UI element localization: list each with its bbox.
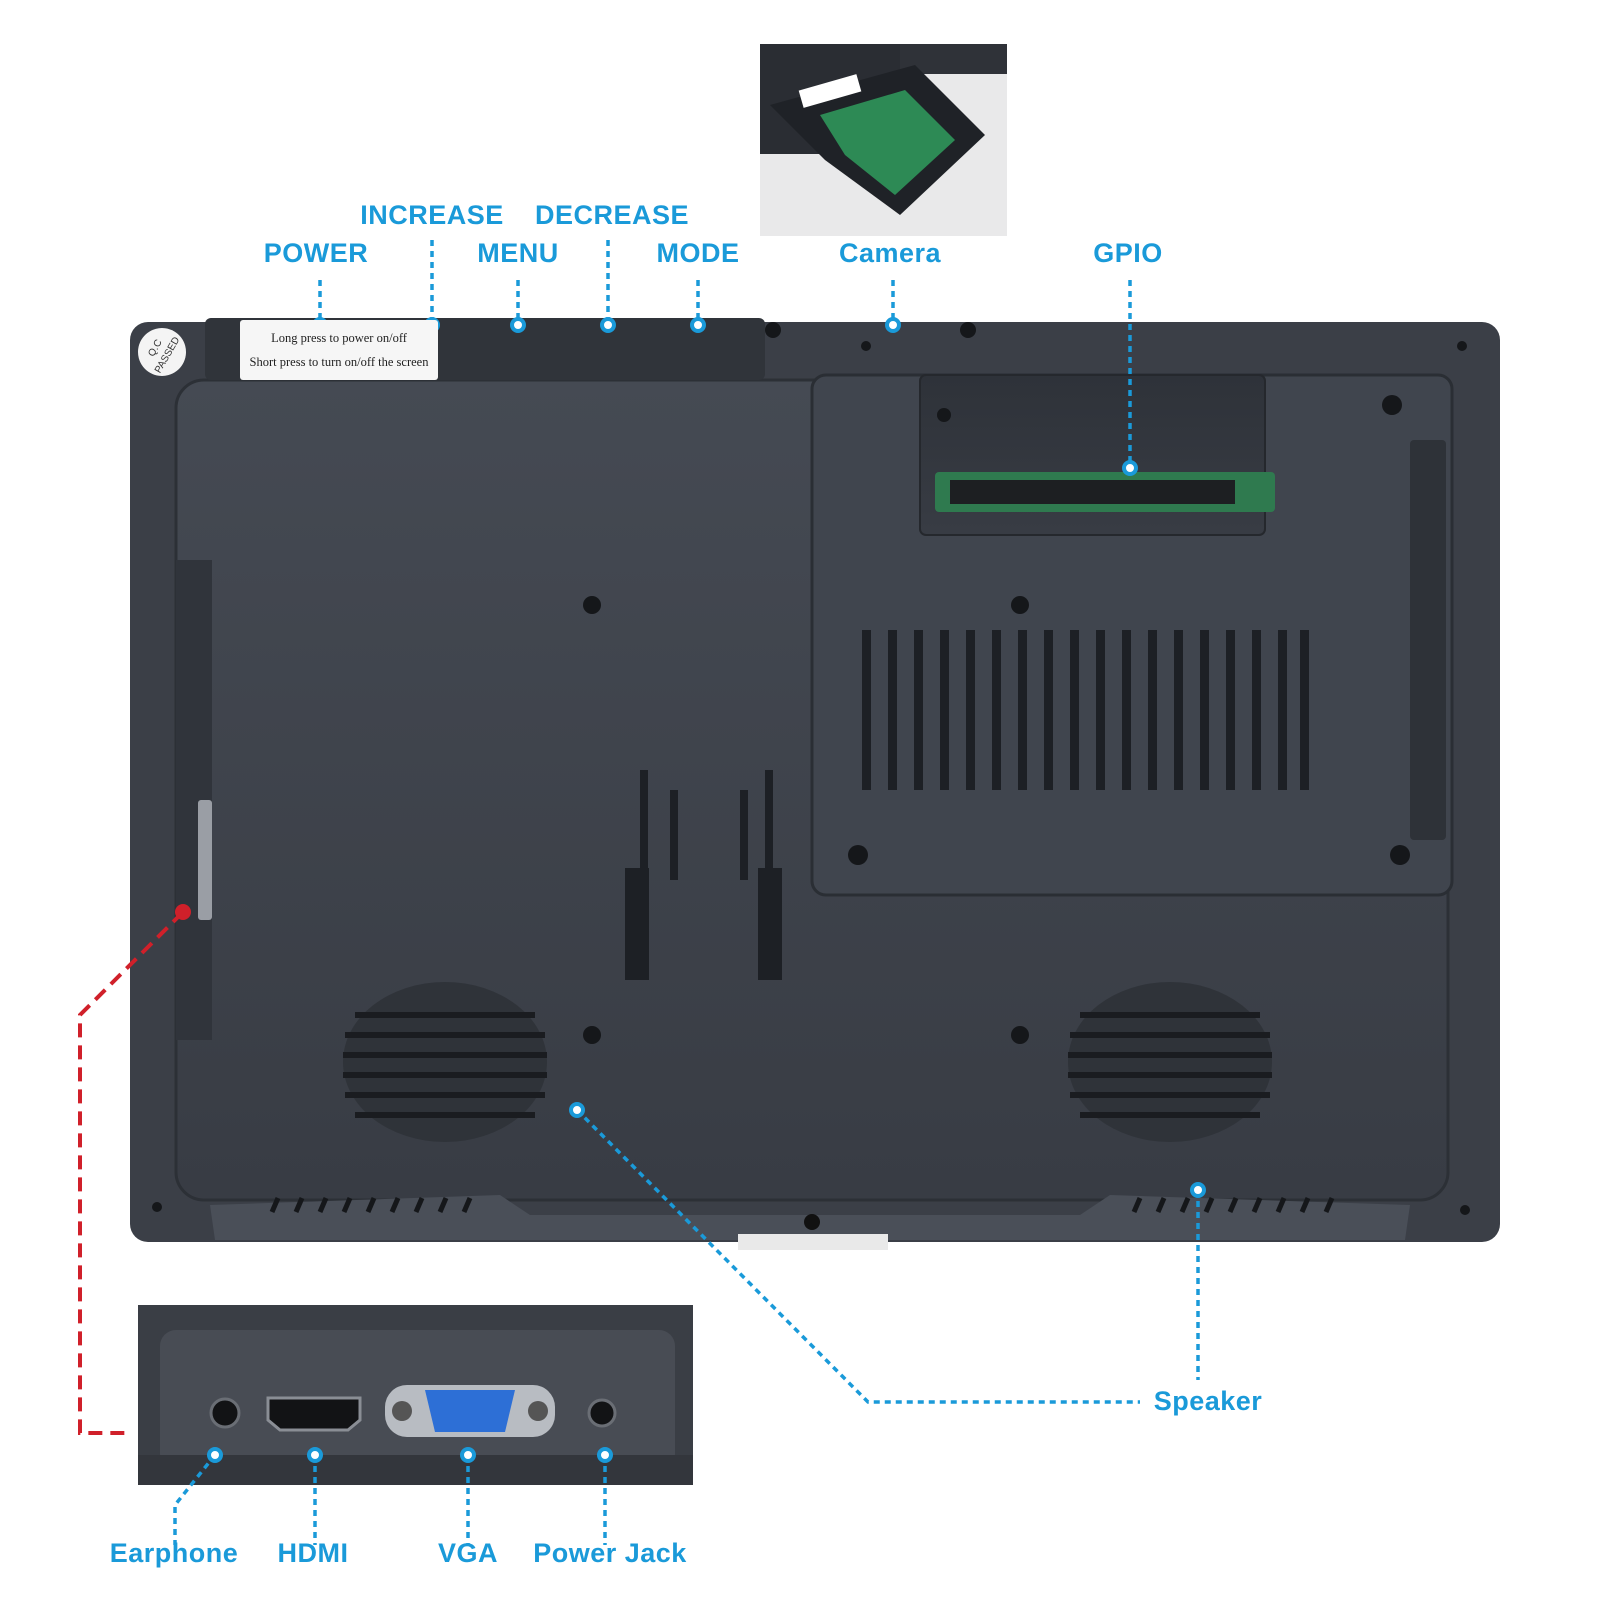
mode-label: MODE xyxy=(656,238,740,268)
side-port-strip xyxy=(198,800,212,920)
barcode-label xyxy=(738,1234,888,1250)
camera-label: Camera xyxy=(838,238,942,268)
vent-grille xyxy=(862,630,1309,790)
screw-holes xyxy=(152,322,1470,1215)
red-connector xyxy=(78,904,191,1435)
gpio-pins xyxy=(950,480,1235,504)
power-label: POWER xyxy=(263,238,369,268)
decrease-label: DECREASE xyxy=(534,200,690,230)
gpio-label: GPIO xyxy=(1093,238,1163,268)
speaker-grille-left xyxy=(343,982,547,1142)
earphone-label: Earphone xyxy=(109,1538,239,1568)
stand-slot xyxy=(625,770,782,980)
increase-label: INCREASE xyxy=(360,200,504,230)
menu-label: MENU xyxy=(477,238,559,268)
speaker-grille-right xyxy=(1068,982,1272,1142)
hdmi-label: HDMI xyxy=(277,1538,349,1568)
sticker-line-2: Short press to turn on/off the screen xyxy=(249,355,429,369)
right-side-port xyxy=(1410,440,1446,840)
camera-inset xyxy=(760,44,1007,236)
speaker-label: Speaker xyxy=(1153,1386,1263,1416)
power-jack-label: Power Jack xyxy=(533,1538,687,1568)
bottom-vents xyxy=(269,1197,1335,1213)
vga-label: VGA xyxy=(437,1538,499,1568)
leader-lines xyxy=(173,240,1200,1545)
sticker-line-1: Long press to power on/off xyxy=(271,331,407,345)
power-button-sticker: Long press to power on/off Short press t… xyxy=(240,320,438,380)
